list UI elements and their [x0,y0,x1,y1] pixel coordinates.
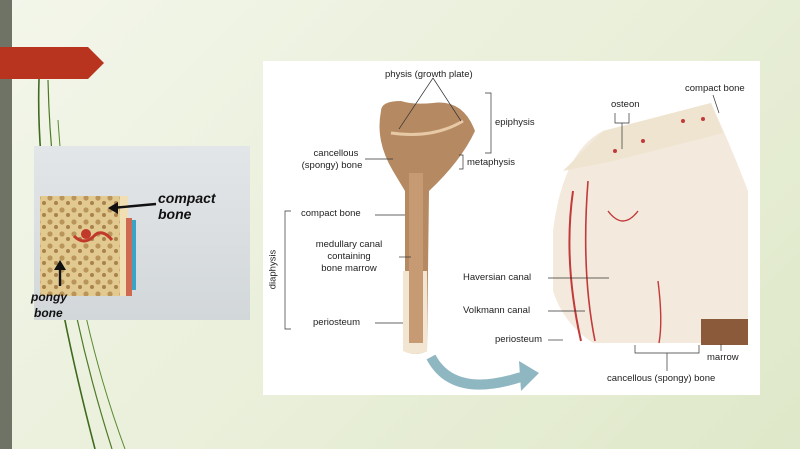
periosteum-right-label: periosteum [495,334,542,345]
metaphysis-label: metaphysis [467,157,516,168]
epiphysis-label: epiphysis [495,117,535,128]
medullary-canal-label-1: medullary canal [315,239,383,250]
cancellous-label-2: (spongy) bone [301,160,363,171]
bone-photo-panel: compact bone pongy bone [31,146,250,320]
medullary-canal-label-2: containing [327,251,371,262]
compact-bone-right-label: compact bone [685,83,745,94]
bone-sample-illustration [40,196,157,296]
accent-tab [0,47,104,79]
marrow-label: marrow [707,352,739,363]
slide-side-bar [0,0,12,449]
spongy-bone-photo-label-2: bone [34,306,63,320]
bone-anatomy-diagram: physis (growth plate) epiphysis metaphys… [263,61,760,395]
compact-bone-photo-label: compact bone [158,190,216,222]
bone-diagram-drawing [284,77,748,391]
medullary-canal-label-3: bone marrow [321,263,377,274]
periosteum-left-label: periosteum [313,317,360,328]
spongy-bone-photo-label-1: pongy [31,290,67,304]
osteon-label: osteon [611,99,640,110]
cancellous-bottom-label: cancellous (spongy) bone [607,373,716,384]
haversian-canal-label: Haversian canal [463,272,532,283]
volkmann-canal-label: Volkmann canal [463,305,531,316]
diaphysis-label: diaphysis [267,249,279,290]
compact-bone-left-label: compact bone [301,208,361,219]
cancellous-label-1: cancellous [313,148,359,159]
physis-label: physis (growth plate) [385,69,473,80]
